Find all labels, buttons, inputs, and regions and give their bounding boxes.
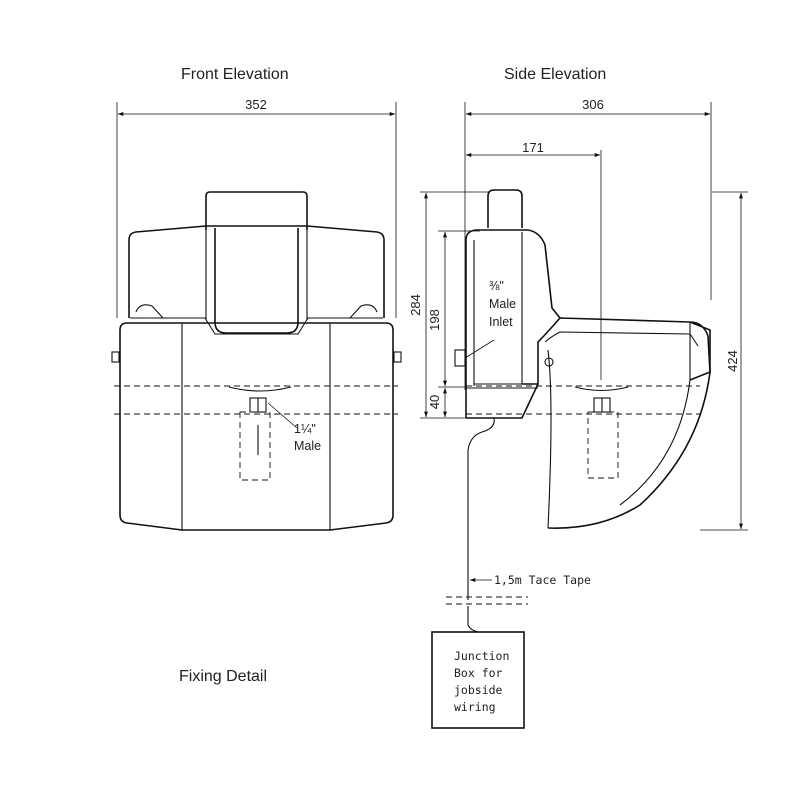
overall-height-label: 424 — [725, 350, 740, 372]
junction-box-line-1: Junction — [454, 649, 509, 663]
side-lid — [487, 189, 523, 228]
front-lid — [205, 191, 308, 230]
inlet-height-label: 198 — [427, 309, 442, 331]
front-lower-body — [119, 322, 394, 531]
front-elevation-title: Front Elevation — [181, 66, 289, 83]
junction-box-line-4: wiring — [454, 700, 496, 714]
side-depth-label: 171 — [522, 140, 544, 155]
inlet-size-label: ⅜" — [489, 279, 504, 293]
junction-box-line-2: Box for — [454, 666, 503, 680]
side-width-label: 306 — [582, 97, 604, 112]
inlet-desc-label: Inlet — [489, 315, 513, 329]
inlet-height-dimension: 198 — [427, 230, 480, 388]
side-back-plate — [465, 229, 561, 319]
junction-box — [431, 631, 525, 729]
side-body — [522, 317, 711, 529]
front-elevation-view: 352 — [111, 97, 402, 531]
trace-tape-label: 1,5m Tace Tape — [494, 573, 591, 587]
front-upper-housing — [128, 225, 385, 318]
outlet-size-label: 1¼" — [294, 422, 316, 436]
inlet-type-label: Male — [489, 297, 516, 311]
body-height-label: 284 — [408, 294, 423, 316]
overall-height-dimension: 424 — [700, 191, 748, 531]
side-elevation-view: 306 171 424 284 — [408, 97, 748, 729]
front-width-label: 352 — [245, 97, 267, 112]
side-elevation-title: Side Elevation — [504, 66, 607, 83]
base-height-label: 40 — [427, 395, 442, 409]
fixing-detail-title: Fixing Detail — [179, 668, 268, 685]
inlet-fitting — [454, 349, 466, 367]
side-width-dimension: 306 — [464, 97, 712, 390]
outlet-type-label: Male — [294, 439, 321, 453]
body-height-dimension: 284 — [408, 191, 490, 419]
side-outlet — [574, 386, 629, 479]
base-height-dimension: 40 — [427, 387, 447, 418]
side-base — [466, 383, 539, 419]
junction-box-line-3: jobside — [454, 683, 503, 697]
trace-tape-cable — [467, 417, 495, 600]
front-outlet — [228, 386, 298, 481]
front-width-dimension: 352 — [116, 97, 397, 318]
side-depth-dimension: 171 — [465, 140, 602, 380]
